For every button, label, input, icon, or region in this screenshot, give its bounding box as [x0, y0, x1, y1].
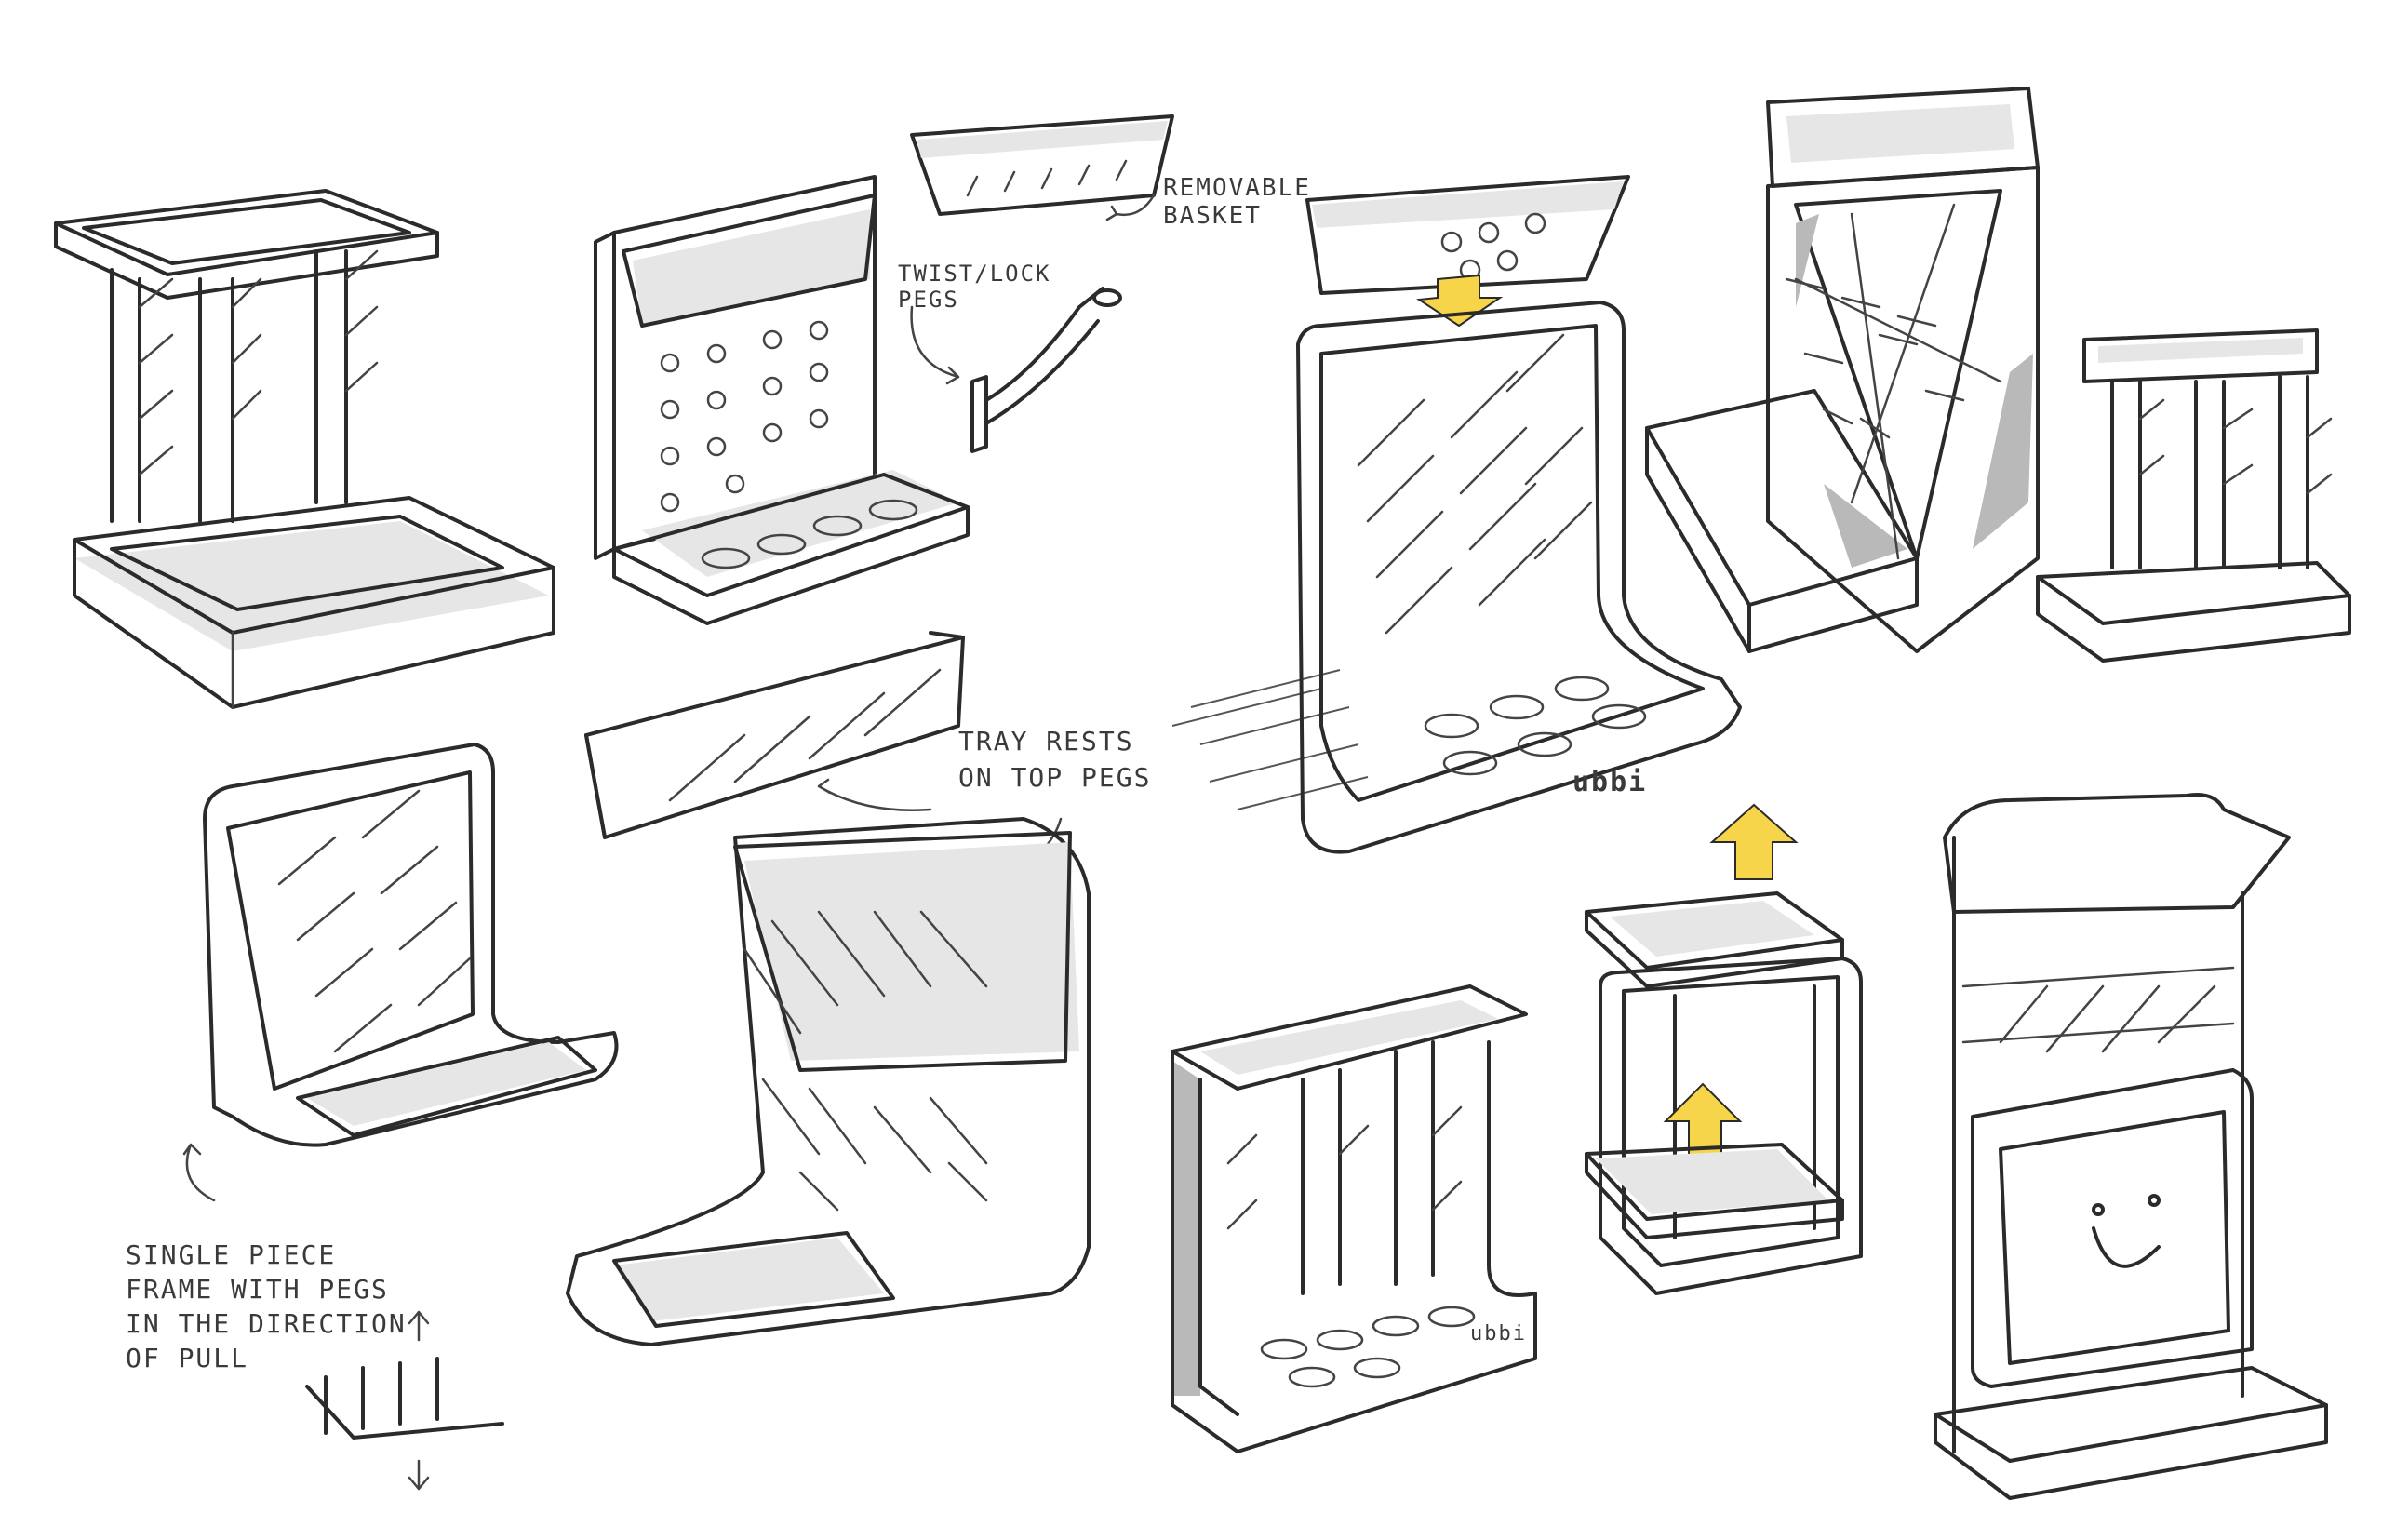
note-line: IN THE DIRECTION	[126, 1308, 407, 1339]
sketch-single-piece-frame	[182, 743, 619, 1202]
basket-callout-arrow	[1105, 194, 1156, 221]
note-line: BASKET	[1163, 202, 1262, 230]
single-piece-note: SINGLE PIECE FRAME WITH PEGS IN THE DIRE…	[126, 1239, 424, 1373]
twist-lock-note: TWIST/LOCK PEGS	[898, 261, 1066, 313]
sketch-post-rack	[54, 189, 555, 709]
yellow-arrow-up	[1709, 803, 1799, 880]
tray-rests-note: TRAY RESTS ON TOP PEGS	[958, 726, 1151, 793]
sketch-dotted-rack	[594, 175, 970, 625]
sketch-exploded-trays	[1585, 803, 1863, 1295]
note-line: SINGLE PIECE	[126, 1239, 336, 1270]
note-line: PEGS	[898, 287, 959, 313]
sketch-dark-frame-rack: ubbi	[1171, 984, 1537, 1453]
sketch-faceted-cabinet	[1645, 87, 2040, 653]
pull-direction-diagram	[305, 1310, 504, 1491]
note-line: ON TOP PEGS	[958, 762, 1151, 793]
sketch-removable-basket	[910, 114, 1174, 216]
note-line: OF PULL	[126, 1343, 248, 1373]
peg-callout-arrow	[910, 305, 960, 385]
ubbi-logo-mark: ubbi	[1572, 766, 1647, 798]
smiley-eye	[2148, 1194, 2161, 1207]
note-line: FRAME WITH PEGS	[126, 1274, 389, 1305]
note-line: TRAY RESTS	[958, 726, 1134, 757]
note-line: TWIST/LOCK	[898, 261, 1051, 287]
removable-basket-note: REMOVABLE BASKET	[1163, 174, 1328, 230]
ubbi-logo-mark: ubbi	[1470, 1322, 1527, 1346]
sketch-tray-rack	[566, 817, 1091, 1346]
note-line: REMOVABLE	[1163, 174, 1311, 202]
sketch-tray-clip	[584, 631, 965, 839]
sketch-basket-rack: ubbi	[1171, 175, 1742, 854]
tray-callout-arrow	[817, 778, 932, 811]
smiley-mouth	[2092, 1226, 2161, 1268]
smiley-eye	[2092, 1203, 2105, 1216]
sketch-twist-lock-peg	[970, 287, 1122, 453]
sketch-smiley-cabinet	[1934, 793, 2328, 1500]
sketch-small-tower	[2036, 328, 2351, 663]
